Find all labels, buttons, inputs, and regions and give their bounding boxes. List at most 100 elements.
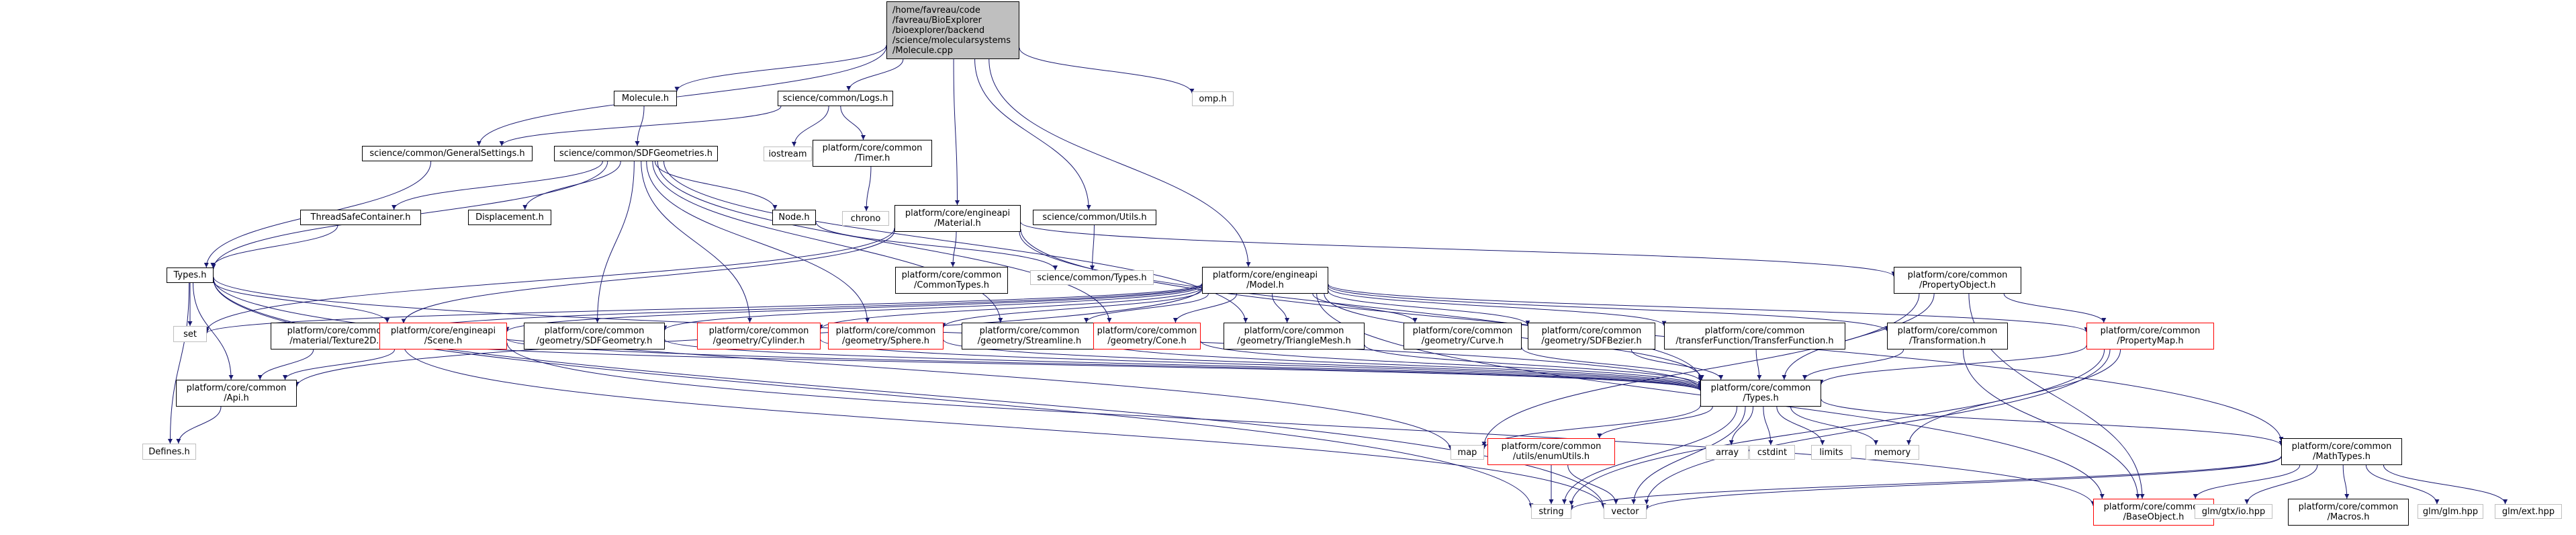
edge-sdfgeometries-h-to-threadsafecontainer-h bbox=[392, 161, 603, 210]
edge-transformation-h-to-baseobject-h bbox=[1962, 349, 2141, 499]
node-core-types-h[interactable]: platform/core/common /Types.h bbox=[1700, 380, 1821, 407]
edge-mathtypes-h-to-baseobject-h bbox=[2193, 464, 2301, 499]
node-chrono[interactable]: chrono bbox=[842, 211, 889, 226]
edge-material-h-to-set bbox=[204, 228, 895, 332]
node-science-types-h[interactable]: science/common/Types.h bbox=[1030, 270, 1154, 285]
edge-scene-h-to-baseobject-h bbox=[506, 342, 2096, 506]
node-root: /home/favreau/code /favreau/BioExplorer … bbox=[886, 1, 1019, 59]
edge-core-types-h-to-array bbox=[1729, 406, 1754, 446]
edge-mathtypes-h-to-vector bbox=[1644, 456, 2282, 510]
edge-streamline-h-to-core-types-h bbox=[1097, 341, 1703, 389]
node-molecule-h[interactable]: Molecule.h bbox=[614, 91, 677, 106]
node-timer-h[interactable]: platform/core/common /Timer.h bbox=[813, 140, 932, 167]
node-trianglemesh-h[interactable]: platform/core/common /geometry/TriangleM… bbox=[1224, 323, 1365, 349]
edge-mathtypes-h-to-macros-h bbox=[2342, 464, 2350, 499]
node-mathtypes-h[interactable]: platform/core/common /MathTypes.h bbox=[2281, 438, 2402, 465]
node-sphere-h[interactable]: platform/core/common /geometry/Sphere.h bbox=[828, 323, 944, 349]
edge-types-h-to-defines-h bbox=[167, 282, 190, 444]
edge-model-h-to-transferfunction-h bbox=[1328, 287, 1667, 326]
edge-core-types-h-to-vector bbox=[1631, 406, 1746, 505]
edge-root-to-omp-h bbox=[1019, 48, 1195, 93]
node-threadsafecontainer-h[interactable]: ThreadSafeContainer.h bbox=[300, 210, 421, 225]
node-memory[interactable]: memory bbox=[1866, 445, 1919, 460]
edge-material-h-to-commontypes-h bbox=[950, 231, 957, 268]
node-generalsettings-h[interactable]: science/common/GeneralSettings.h bbox=[362, 146, 533, 161]
edge-transferfunction-h-to-core-types-h bbox=[1755, 349, 1762, 380]
node-types-h[interactable]: Types.h bbox=[167, 268, 214, 283]
edge-mathtypes-h-to-glm-ext-hpp bbox=[2383, 464, 2508, 505]
edge-timer-h-to-chrono bbox=[864, 166, 872, 212]
edge-sdfgeometries-h-to-sphere-h bbox=[646, 161, 870, 323]
edge-texture2d-h-to-vector bbox=[403, 345, 1606, 509]
edge-model-h-to-streamline-h bbox=[1084, 293, 1209, 323]
node-api-h[interactable]: platform/core/common /Api.h bbox=[176, 380, 297, 407]
edge-logs-h-to-generalsettings-h bbox=[499, 106, 782, 147]
edge-sdfgeometries-h-to-cylinder-h bbox=[641, 161, 753, 323]
node-glm-gtx-io-hpp[interactable]: glm/gtx/io.hpp bbox=[2195, 504, 2272, 519]
node-streamline-h[interactable]: platform/core/common /geometry/Streamlin… bbox=[962, 323, 1097, 349]
node-map[interactable]: map bbox=[1451, 445, 1484, 460]
edge-propertyobject-h-to-map bbox=[1481, 293, 1920, 447]
node-curve-h[interactable]: platform/core/common /geometry/Curve.h bbox=[1404, 323, 1522, 349]
node-cstdint[interactable]: cstdint bbox=[1749, 445, 1795, 460]
edge-cone-h-to-core-types-h bbox=[1200, 341, 1703, 388]
node-enumutils-h[interactable]: platform/core/common /utils/enumUtils.h bbox=[1487, 438, 1615, 465]
edge-curve-h-to-core-types-h bbox=[1521, 347, 1703, 382]
edge-propertymap-h-to-core-types-h bbox=[1819, 345, 2087, 384]
edge-types-h-to-api-h bbox=[193, 282, 234, 380]
node-scene-h[interactable]: platform/core/engineapi /Scene.h bbox=[379, 323, 507, 349]
node-baseobject-h[interactable]: platform/core/common /BaseObject.h bbox=[2093, 499, 2214, 526]
edge-model-h-to-trianglemesh-h bbox=[1271, 293, 1290, 323]
edge-sdfgeometries-h-to-sdfgeometry-h bbox=[595, 161, 635, 323]
node-transformation-h[interactable]: platform/core/common /Transformation.h bbox=[1887, 323, 2008, 349]
node-transferfunction-h[interactable]: platform/core/common /transferFunction/T… bbox=[1664, 323, 1845, 349]
node-glm-glm-hpp[interactable]: glm/glm.hpp bbox=[2418, 504, 2483, 519]
node-array[interactable]: array bbox=[1706, 445, 1749, 460]
node-vector[interactable]: vector bbox=[1604, 504, 1647, 519]
edge-model-h-to-sphere-h bbox=[941, 289, 1203, 328]
node-utils-h[interactable]: science/common/Utils.h bbox=[1033, 210, 1156, 225]
edge-texture2d-h-to-api-h bbox=[257, 349, 314, 380]
edge-node-h-to-science-types-h bbox=[815, 221, 1058, 271]
node-model-h[interactable]: platform/core/engineapi /Model.h bbox=[1202, 267, 1328, 294]
node-commontypes-h[interactable]: platform/core/common /CommonTypes.h bbox=[895, 267, 1008, 294]
node-string[interactable]: string bbox=[1531, 504, 1571, 519]
node-limits[interactable]: limits bbox=[1811, 445, 1851, 460]
node-defines-h[interactable]: Defines.h bbox=[142, 444, 196, 460]
edge-root-to-utils-h bbox=[974, 58, 1091, 210]
node-iostream[interactable]: iostream bbox=[764, 147, 812, 161]
edge-model-h-to-sdfbezier-h bbox=[1328, 290, 1530, 325]
edge-sdfgeometries-h-to-streamline-h bbox=[652, 161, 1003, 323]
node-sdfgeometry-h[interactable]: platform/core/common /geometry/SDFGeomet… bbox=[524, 323, 665, 349]
node-cylinder-h[interactable]: platform/core/common /geometry/Cylinder.… bbox=[697, 323, 821, 349]
edge-trianglemesh-h-to-core-types-h bbox=[1364, 344, 1703, 386]
node-cone-h[interactable]: platform/core/common /geometry/Cone.h bbox=[1093, 323, 1201, 349]
edge-material-h-to-core-types-h bbox=[1019, 231, 1703, 380]
node-macros-h[interactable]: platform/core/common /Macros.h bbox=[2288, 499, 2409, 526]
node-displacement-h[interactable]: Displacement.h bbox=[468, 210, 551, 225]
edge-model-h-to-cylinder-h bbox=[818, 287, 1203, 330]
edge-sdfgeometries-h-to-node-h bbox=[655, 161, 778, 210]
edge-utils-h-to-science-types-h bbox=[1089, 224, 1095, 271]
node-sdfgeometries-h[interactable]: science/common/SDFGeometries.h bbox=[554, 146, 718, 161]
edge-transformation-h-to-core-types-h bbox=[1802, 349, 1904, 380]
node-glm-ext-hpp[interactable]: glm/ext.hpp bbox=[2495, 504, 2562, 519]
edge-types-h-to-core-types-h bbox=[213, 277, 1703, 389]
node-sdfbezier-h[interactable]: platform/core/common /geometry/SDFBezier… bbox=[1528, 323, 1655, 349]
edge-material-h-to-propertyobject-h bbox=[1020, 222, 1896, 277]
edge-types-h-to-map bbox=[213, 278, 1453, 450]
edge-core-types-h-to-enumutils-h bbox=[1597, 406, 1713, 439]
node-set[interactable]: set bbox=[173, 326, 207, 342]
edge-mathtypes-h-to-string bbox=[1569, 456, 2282, 511]
node-logs-h[interactable]: science/common/Logs.h bbox=[778, 91, 893, 106]
edge-root-to-logs-h bbox=[846, 58, 904, 91]
node-omp-h[interactable]: omp.h bbox=[1192, 91, 1234, 106]
node-node-h[interactable]: Node.h bbox=[772, 210, 816, 225]
node-propertymap-h[interactable]: platform/core/common /PropertyMap.h bbox=[2086, 323, 2214, 349]
edge-threadsafecontainer-h-to-types-h bbox=[210, 224, 338, 268]
edge-root-to-molecule-h bbox=[674, 44, 887, 92]
node-propertyobject-h[interactable]: platform/core/common /PropertyObject.h bbox=[1894, 267, 2021, 294]
edge-logs-h-to-timer-h bbox=[840, 106, 866, 140]
node-material-h[interactable]: platform/core/engineapi /Material.h bbox=[894, 205, 1021, 232]
